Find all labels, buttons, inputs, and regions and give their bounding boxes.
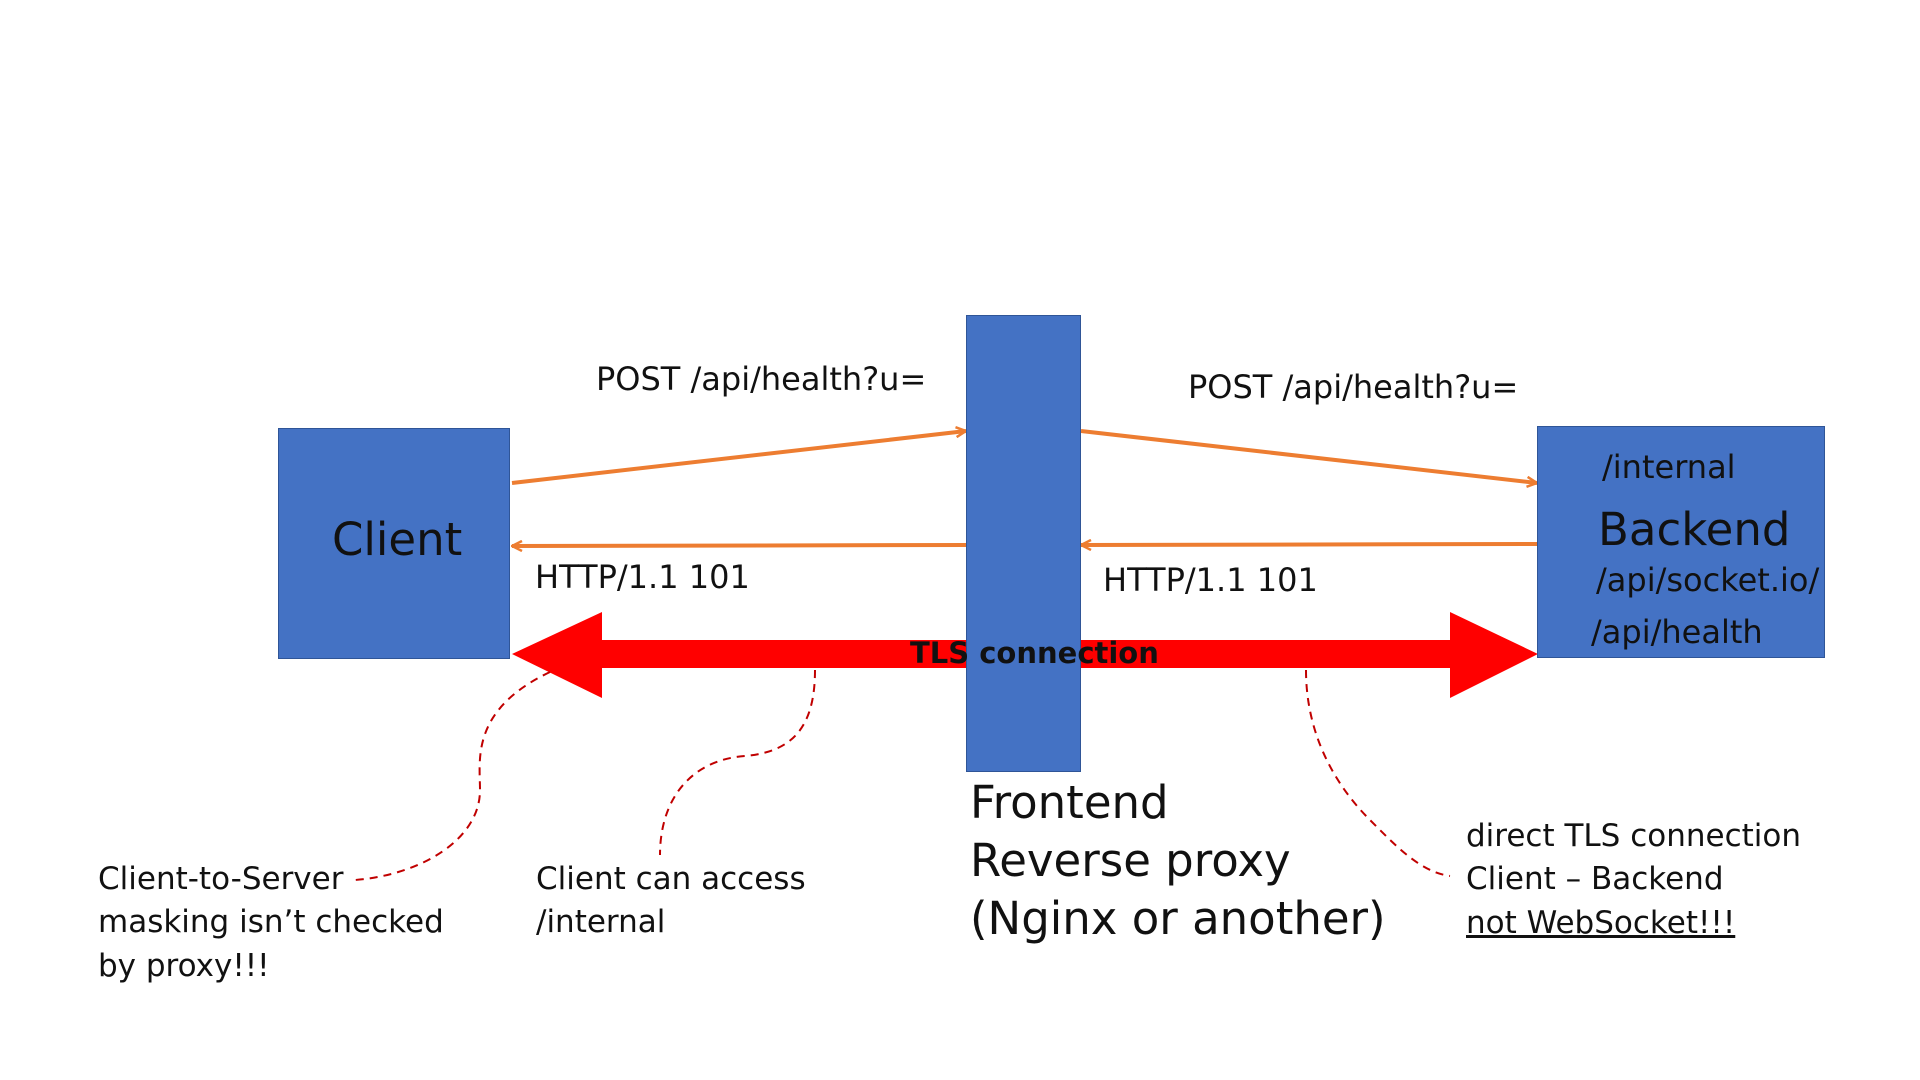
backend-path-socketio: /api/socket.io/: [1596, 561, 1820, 599]
proxy-node-box: [966, 315, 1081, 772]
callout-direct-curve: [1305, 669, 1451, 877]
proxy-to-backend-label: POST /api/health?u=: [1188, 368, 1519, 406]
backend-path-health: /api/health: [1591, 613, 1763, 651]
proxy-to-backend-arrow: [1080, 429, 1537, 483]
callout-masking-curve: [354, 671, 551, 881]
note-access-line2: /internal: [536, 904, 666, 941]
proxy-label-line2: Reverse proxy: [970, 834, 1291, 887]
client-node-box: [278, 428, 510, 659]
backend-node-box: [1537, 426, 1825, 658]
backend-to-proxy-arrow: [1081, 544, 1538, 545]
client-to-proxy-arrow: [511, 431, 966, 485]
tls-connection-label: TLS connection: [910, 636, 1159, 670]
backend-path-internal: /internal: [1602, 448, 1736, 486]
client-label: Client: [332, 513, 463, 566]
client-to-proxy-label: POST /api/health?u=: [596, 360, 927, 398]
backend-label: Backend: [1598, 503, 1791, 556]
proxy-to-client-arrow: [512, 545, 967, 546]
proxy-to-client-label: HTTP/1.1 101: [535, 558, 750, 596]
note-direct-line1: direct TLS connection: [1466, 818, 1802, 854]
proxy-label-line3: (Nginx or another): [970, 892, 1386, 945]
callout-access-curve: [659, 669, 816, 856]
note-masking-line3: by proxy!!!: [98, 947, 270, 984]
note-masking: Client-to-Server masking isn’t checked b…: [98, 858, 444, 988]
note-masking-line1: Client-to-Server: [98, 861, 344, 897]
note-direct: direct TLS connection Client – Backend n…: [1466, 815, 1801, 945]
proxy-label-line1: Frontend: [970, 776, 1169, 829]
backend-to-proxy-label: HTTP/1.1 101: [1103, 561, 1318, 599]
note-access-line1: Client can access: [536, 861, 806, 897]
note-masking-line2: masking isn’t checked: [98, 904, 444, 941]
note-direct-line2: Client – Backend: [1466, 861, 1724, 898]
note-access: Client can access /internal: [536, 858, 806, 945]
note-direct-line3: not WebSocket!!!: [1466, 904, 1736, 941]
